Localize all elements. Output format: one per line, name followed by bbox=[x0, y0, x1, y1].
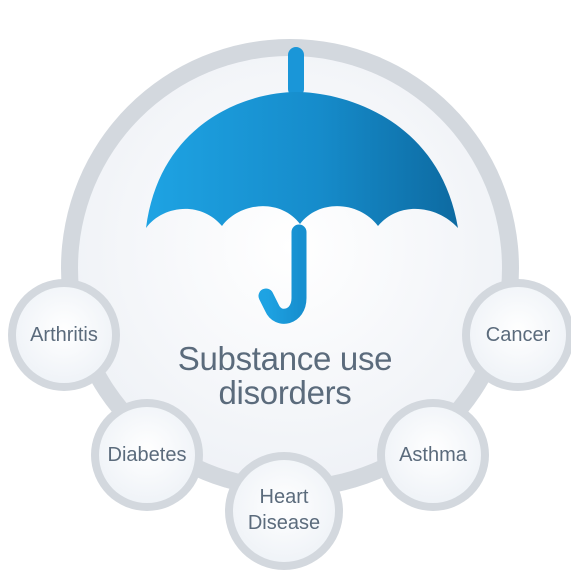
umbrella-icon bbox=[146, 47, 458, 324]
condition-label-arthritis: Arthritis bbox=[30, 324, 98, 346]
condition-label-asthma: Asthma bbox=[399, 444, 467, 466]
condition-circle-arthritis bbox=[8, 279, 120, 391]
condition-circle-asthma bbox=[377, 399, 489, 511]
condition-circle-cancer bbox=[462, 279, 571, 391]
condition-label-cancer: Cancer bbox=[485, 324, 551, 346]
center-label-line1: Substance use bbox=[177, 340, 393, 377]
condition-label-diabetes: Diabetes bbox=[107, 444, 187, 466]
center-label-line2: disorders bbox=[218, 374, 352, 411]
condition-circle-heart-disease bbox=[225, 452, 343, 570]
condition-circle-diabetes bbox=[91, 399, 203, 511]
condition-label-heart-disease: Heart Disease bbox=[247, 486, 321, 534]
center-label: Substance use disorders bbox=[135, 342, 435, 410]
